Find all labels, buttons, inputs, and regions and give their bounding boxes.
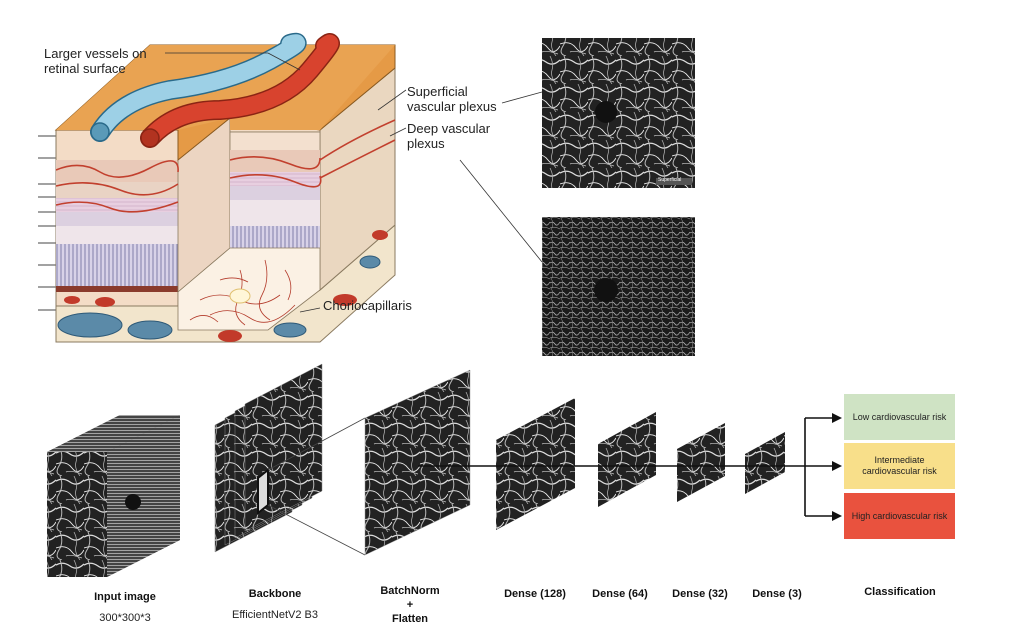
dense3-map (745, 432, 785, 494)
dense32-map (677, 423, 725, 502)
intermediate-risk-label-1: Intermediate (874, 455, 925, 465)
input-image-title: Input image (94, 591, 156, 603)
flatten-label: Flatten (391, 613, 429, 625)
projection-lines (267, 417, 366, 556)
batchnorm-plus: + (406, 599, 414, 611)
superficial-plexus-label: Superficial vascular plexus (407, 84, 497, 114)
dense64-map (598, 412, 656, 507)
choriocapillaris-network (189, 259, 296, 326)
batchnorm-label: BatchNorm (380, 585, 440, 597)
larger-vessels-label: Larger vessels on retinal surface (44, 46, 147, 76)
backbone-title: Backbone (248, 588, 302, 600)
arrowheads (832, 413, 842, 521)
superficial-octa-image (542, 38, 695, 188)
low-risk-box: Low cardiovascular risk (844, 394, 955, 440)
deep-plexus-label: Deep vascular plexus (407, 121, 491, 151)
backbone-model: EfficientNetV2 B3 (231, 609, 318, 621)
input-image-cube (47, 415, 180, 577)
dense64-title: Dense (64) (592, 588, 648, 600)
dense128-title: Dense (128) (504, 588, 566, 600)
batchnorm-title: BatchNorm + Flatten (370, 584, 450, 626)
intermediate-risk-box: Intermediate cardiovascular risk (844, 443, 955, 489)
deep-octa-image (542, 217, 695, 356)
high-risk-label: High cardiovascular risk (851, 510, 948, 521)
dense128-map (496, 398, 575, 530)
layer-ticks (38, 135, 56, 311)
dense3-title: Dense (3) (752, 588, 802, 600)
classification-title: Classification (864, 586, 936, 598)
intermediate-risk-label-2: cardiovascular risk (862, 466, 937, 476)
superficial-image-tag: Superficial (658, 177, 682, 183)
flow-connectors (418, 417, 832, 517)
high-risk-box: High cardiovascular risk (844, 493, 955, 539)
choriocapillaris-label: Choriocapillaris (323, 298, 412, 313)
backbone-feature-maps (214, 363, 323, 553)
leader-lines (165, 52, 543, 313)
low-risk-label: Low cardiovascular risk (852, 411, 947, 422)
front-vessels (55, 119, 396, 213)
choroid-vessels (57, 230, 388, 342)
dense32-title: Dense (32) (672, 588, 728, 600)
batchnorm-map (364, 369, 471, 556)
retina-block-illustration (38, 32, 396, 343)
input-image-size: 300*300*3 (99, 612, 151, 624)
